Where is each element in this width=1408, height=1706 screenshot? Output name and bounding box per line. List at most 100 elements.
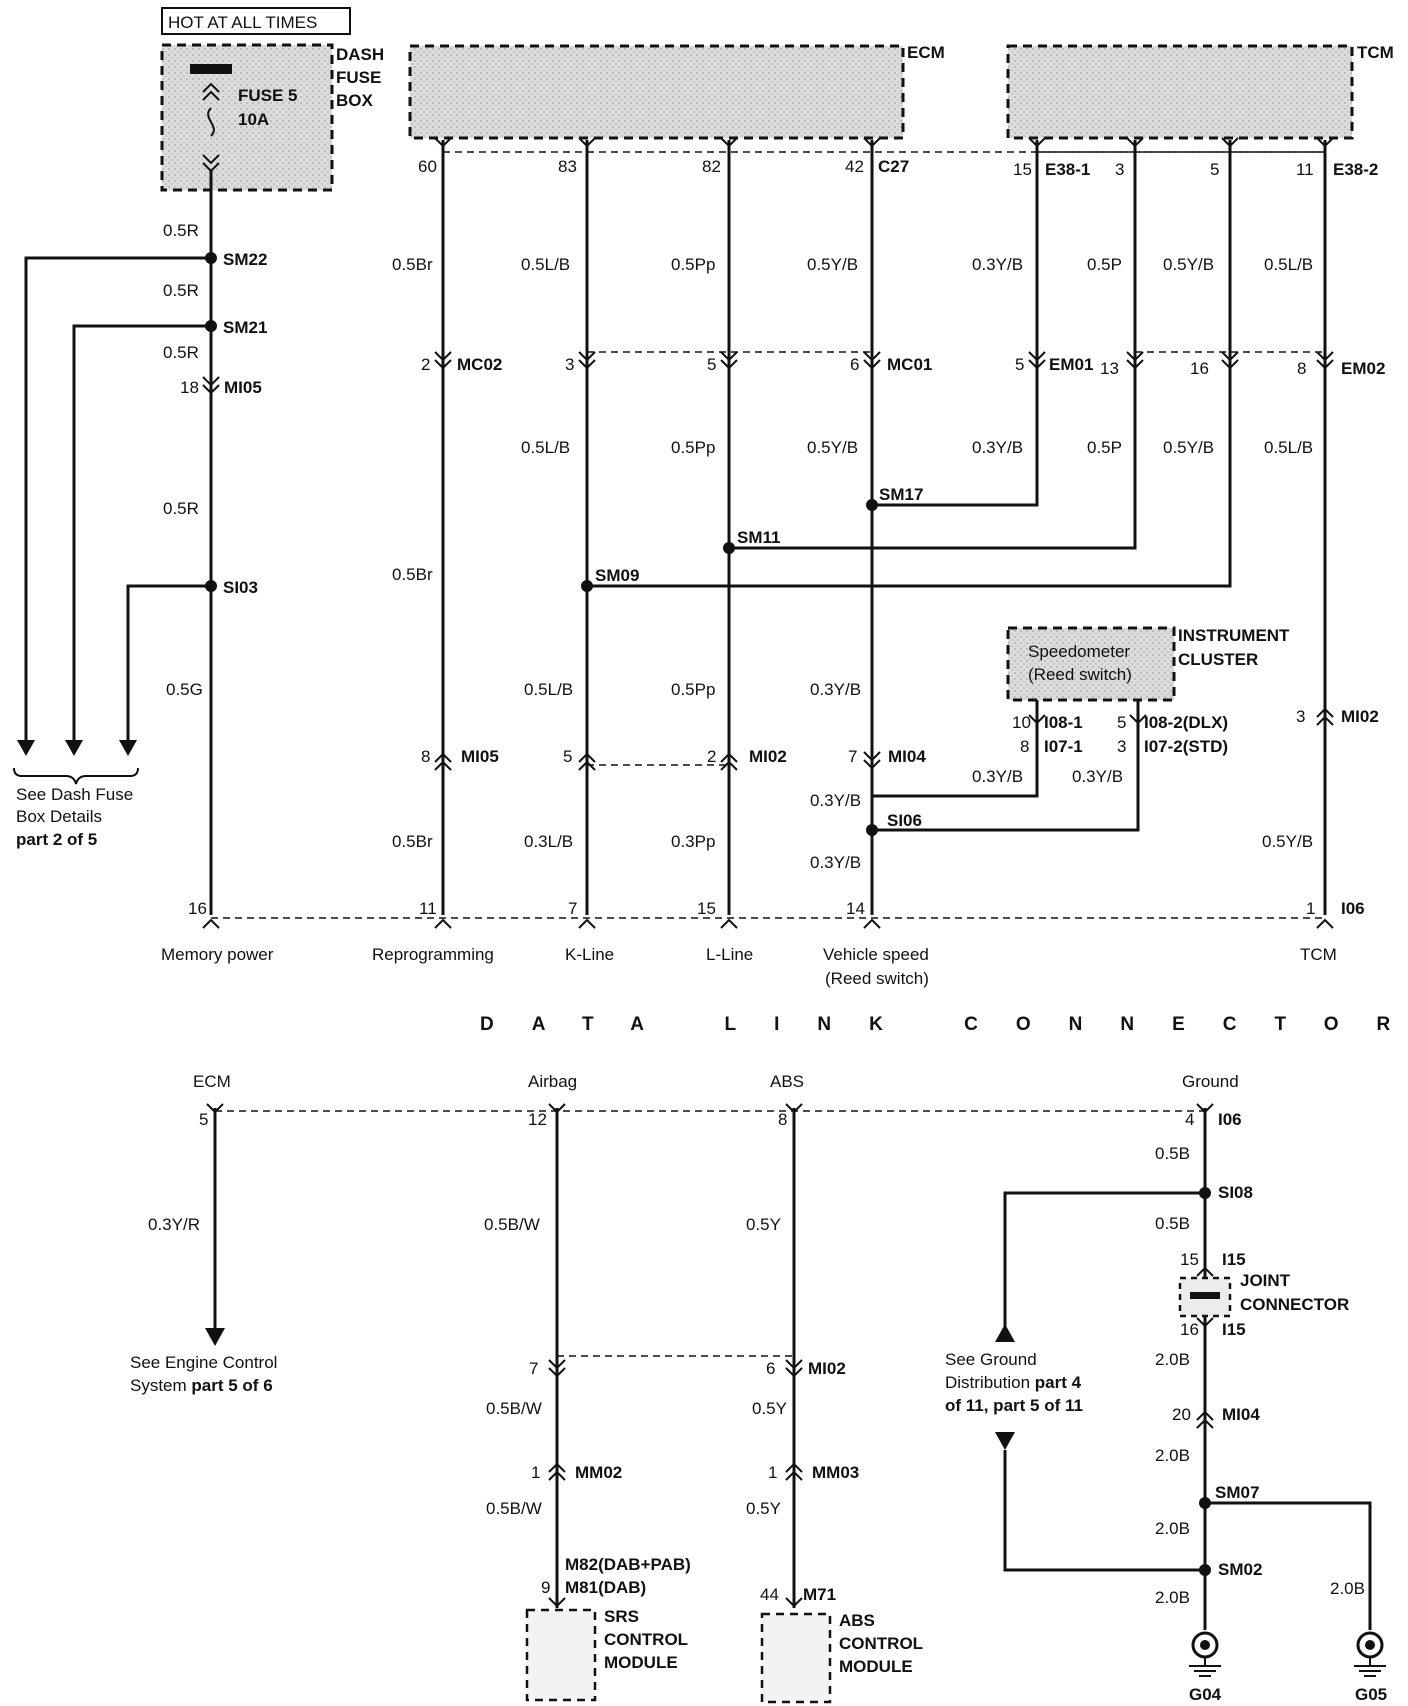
svg-text:Ground: Ground <box>1182 1072 1239 1091</box>
wire-labels-top: 0.5R 0.5R 0.5R 0.5R 0.5G 0.5Br 0.5Br 0.5… <box>163 221 1313 872</box>
joint-connector: JOINT CONNECTOR <box>1178 1266 1349 1328</box>
svg-text:0.5L/B: 0.5L/B <box>521 255 570 274</box>
dash-fuse-arrows <box>13 740 139 785</box>
svg-text:5: 5 <box>563 747 572 766</box>
svg-text:MI02: MI02 <box>808 1359 846 1378</box>
svg-text:0.3Pp: 0.3Pp <box>671 832 715 851</box>
instrument-cluster: Speedometer (Reed switch) INSTRUMENT CLU… <box>1006 626 1290 730</box>
svg-text:5: 5 <box>1210 160 1219 179</box>
dash-fuse-box: DASH FUSE BOX FUSE 5 10A <box>160 43 384 192</box>
svg-text:0.5Y/B: 0.5Y/B <box>807 438 858 457</box>
svg-text:60: 60 <box>418 157 437 176</box>
svg-text:5: 5 <box>707 355 716 374</box>
svg-text:3: 3 <box>565 355 574 374</box>
svg-text:I07-1: I07-1 <box>1044 737 1083 756</box>
svg-text:SI06: SI06 <box>887 811 922 830</box>
svg-text:E38-2: E38-2 <box>1333 160 1378 179</box>
svg-text:INSTRUMENT: INSTRUMENT <box>1178 626 1290 645</box>
svg-text:6: 6 <box>766 1359 775 1378</box>
svg-text:FUSE: FUSE <box>336 68 381 87</box>
svg-text:System part 5 of 6: System part 5 of 6 <box>130 1376 273 1395</box>
pin-labels-bottom: 5 12 8 4 I06 SI08 15 I15 16 I15 7 6 MI02… <box>199 1110 1262 1604</box>
svg-text:2.0B: 2.0B <box>1330 1579 1365 1598</box>
svg-text:0.5Y: 0.5Y <box>746 1499 781 1518</box>
svg-text:8: 8 <box>421 747 430 766</box>
svg-text:SM09: SM09 <box>595 566 639 585</box>
svg-text:13: 13 <box>1100 359 1119 378</box>
svg-text:(Reed switch): (Reed switch) <box>825 969 929 988</box>
svg-text:MI05: MI05 <box>461 747 499 766</box>
svg-text:MM03: MM03 <box>812 1463 859 1482</box>
tcm-module: TCM <box>1006 43 1394 140</box>
svg-text:DASH: DASH <box>336 45 384 64</box>
svg-text:15: 15 <box>1180 1250 1199 1269</box>
bottom-chevrons <box>206 1103 1214 1608</box>
hot-at-all-times-label: HOT AT ALL TIMES <box>161 7 351 35</box>
svg-text:1: 1 <box>1306 899 1315 918</box>
svg-text:MODULE: MODULE <box>839 1657 913 1676</box>
svg-text:83: 83 <box>558 157 577 176</box>
svg-text:0.5Y/B: 0.5Y/B <box>1163 255 1214 274</box>
svg-text:BOX: BOX <box>336 91 374 110</box>
svg-text:15: 15 <box>697 899 716 918</box>
svg-text:0.5Br: 0.5Br <box>392 255 433 274</box>
svg-text:C27: C27 <box>878 157 909 176</box>
svg-text:0.5Y/B: 0.5Y/B <box>1262 832 1313 851</box>
svg-text:SM11: SM11 <box>737 528 780 547</box>
svg-text:MI02: MI02 <box>1341 707 1379 726</box>
svg-text:Reprogramming: Reprogramming <box>372 945 494 964</box>
abs-control-module: ABS CONTROL MODULE <box>760 1611 923 1704</box>
svg-text:CLUSTER: CLUSTER <box>1178 650 1258 669</box>
svg-text:2: 2 <box>421 355 430 374</box>
svg-text:16: 16 <box>188 899 207 918</box>
svg-text:0.5Y: 0.5Y <box>752 1399 787 1418</box>
svg-text:E38-1: E38-1 <box>1045 160 1090 179</box>
svg-text:14: 14 <box>846 899 865 918</box>
svg-text:SM21: SM21 <box>223 318 267 337</box>
svg-text:8: 8 <box>1297 359 1306 378</box>
svg-text:Memory power: Memory power <box>161 945 274 964</box>
svg-text:of 11, part 5 of 11: of 11, part 5 of 11 <box>945 1396 1083 1415</box>
svg-text:0.5G: 0.5G <box>166 680 203 699</box>
wire-labels-bottom: 0.3Y/R 0.5B/W 0.5B/W 0.5B/W 0.5Y 0.5Y 0.… <box>148 1144 1365 1607</box>
svg-text:CONTROL: CONTROL <box>839 1634 923 1653</box>
svg-text:M71: M71 <box>803 1585 836 1604</box>
fuse-rating: 10A <box>238 110 269 129</box>
svg-text:0.5Y: 0.5Y <box>746 1215 781 1234</box>
svg-text:0.5P: 0.5P <box>1087 255 1122 274</box>
svg-text:0.5B: 0.5B <box>1155 1144 1190 1163</box>
srs-control-module: SRS CONTROL MODULE <box>525 1607 688 1702</box>
svg-text:5: 5 <box>1117 713 1126 732</box>
svg-text:0.5Pp: 0.5Pp <box>671 438 715 457</box>
svg-text:0.5L/B: 0.5L/B <box>524 680 573 699</box>
svg-text:See Dash Fuse: See Dash Fuse <box>16 785 133 804</box>
top-wires <box>24 140 1327 915</box>
svg-text:8: 8 <box>1020 737 1029 756</box>
svg-text:5: 5 <box>199 1110 208 1129</box>
svg-text:MI04: MI04 <box>1222 1405 1260 1424</box>
svg-text:2.0B: 2.0B <box>1155 1519 1190 1538</box>
svg-text:MI05: MI05 <box>224 378 262 397</box>
svg-text:Vehicle speed: Vehicle speed <box>823 945 929 964</box>
dlc-title: DATA LINK CONNECTOR <box>480 1014 1408 1035</box>
svg-text:3: 3 <box>1115 160 1124 179</box>
svg-text:18: 18 <box>180 378 199 397</box>
svg-text:M82(DAB+PAB): M82(DAB+PAB) <box>565 1555 691 1574</box>
svg-text:0.3Y/B: 0.3Y/B <box>1072 767 1123 786</box>
svg-text:7: 7 <box>568 899 577 918</box>
svg-text:MI04: MI04 <box>888 747 926 766</box>
svg-text:7: 7 <box>848 747 857 766</box>
svg-text:0.3Y/B: 0.3Y/B <box>810 680 861 699</box>
svg-text:0.5L/B: 0.5L/B <box>1264 255 1313 274</box>
svg-text:HOT AT ALL TIMES: HOT AT ALL TIMES <box>168 13 317 32</box>
svg-text:0.3Y/B: 0.3Y/B <box>810 853 861 872</box>
fuse-name: FUSE 5 <box>238 86 298 105</box>
svg-text:EM01: EM01 <box>1049 355 1093 374</box>
svg-text:11: 11 <box>419 899 437 918</box>
dlc-bottom-labels: ECM Airbag ABS Ground <box>193 1072 1239 1091</box>
bottom-wires <box>205 1108 1372 1630</box>
svg-text:TCM: TCM <box>1357 43 1394 62</box>
svg-text:0.5P: 0.5P <box>1087 438 1122 457</box>
svg-text:ECM: ECM <box>907 43 945 62</box>
